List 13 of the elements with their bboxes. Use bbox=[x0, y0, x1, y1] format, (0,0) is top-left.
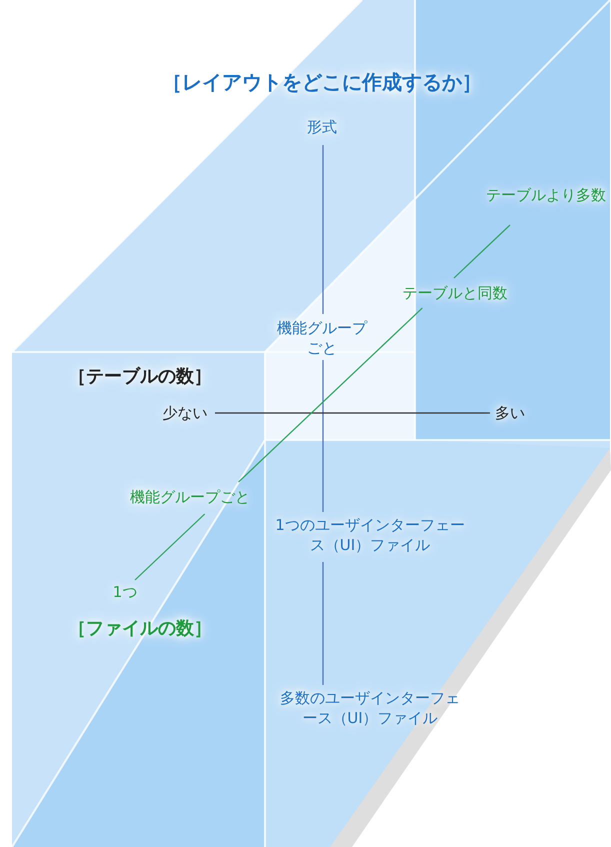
axis-value: テーブルと同数 bbox=[402, 283, 508, 303]
axis-value: 形式 bbox=[306, 117, 338, 137]
axis-value: 多数のユーザインターフェース（UI）ファイル bbox=[279, 688, 461, 728]
axis-value: テーブルより多数 bbox=[486, 185, 606, 205]
axis-value: 機能グループごと bbox=[129, 487, 251, 507]
axis-value: 機能グループごと bbox=[276, 318, 368, 358]
axis-value: 少ない bbox=[162, 403, 208, 423]
axis-value: 1つのユーザインターフェース（UI）ファイル bbox=[275, 515, 465, 555]
axis-title: ［レイアウトをどこに作成するか］ bbox=[161, 70, 483, 95]
axis-title: ［テーブルの数］ bbox=[67, 365, 213, 388]
axis-value: 多い bbox=[494, 403, 526, 423]
axis-title: ［ファイルの数］ bbox=[67, 617, 213, 640]
axis-value: 1つ bbox=[112, 582, 138, 602]
